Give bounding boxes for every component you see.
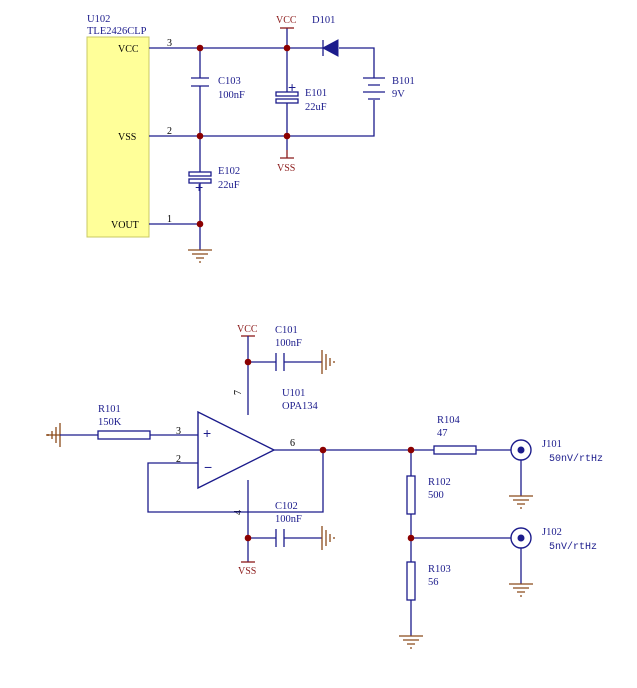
regulator-body[interactable] <box>86 36 150 238</box>
j102-value: 5nV/rtHz <box>549 541 597 553</box>
r101-designator: R101 <box>98 404 121 415</box>
regulator-pin-number-2: 2 <box>167 126 172 137</box>
vss-power-port-opamp: VSS <box>238 561 256 577</box>
regulator-section: U102 TLE2426CLP VCC VSS VOUT 3 2 1 VCC V… <box>86 14 415 263</box>
e102-polarity-mark: + <box>195 179 203 195</box>
connector-j101[interactable]: J101 50nV/rtHz <box>510 439 603 496</box>
vcc-power-port-opamp: VCC <box>237 324 258 337</box>
junction-dot <box>196 44 204 52</box>
j102-designator: J102 <box>542 527 562 538</box>
b101-designator: B101 <box>392 76 415 87</box>
regulator-pin-number-1: 1 <box>167 214 172 225</box>
c101-value: 100nF <box>275 338 302 349</box>
b101-value: 9V <box>392 89 405 100</box>
resistor-r102[interactable]: R102 500 <box>406 475 451 515</box>
resistor-r104[interactable]: R104 47 <box>433 415 477 455</box>
e102-designator: E102 <box>218 166 240 177</box>
feedback-wire <box>147 450 324 513</box>
r101-value: 150K <box>98 417 122 428</box>
vcc-label-top: VCC <box>276 15 297 26</box>
vss-label-top: VSS <box>277 163 295 174</box>
junction-dot <box>407 446 415 454</box>
vss-power-port-top: VSS <box>277 150 295 174</box>
junction-dot <box>244 534 252 542</box>
r102-designator: R102 <box>428 477 451 488</box>
vout-to-ground-wire <box>149 223 201 250</box>
d101-designator: D101 <box>312 15 335 26</box>
opamp-pin-number-7: 7 <box>233 390 244 395</box>
electrolytic-capacitor-e102[interactable]: + E102 22uF <box>188 166 240 195</box>
c102-designator: C102 <box>275 501 298 512</box>
vcc-power-port-top: VCC <box>276 15 297 29</box>
vss-label-opamp: VSS <box>238 566 256 577</box>
opamp-minus-sign: − <box>204 459 212 475</box>
junction-dot <box>196 132 204 140</box>
ground-symbol-j101 <box>509 495 533 509</box>
vss-top-wire <box>149 100 375 137</box>
regulator-pin-name-vss: VSS <box>118 132 136 143</box>
r104-value: 47 <box>437 428 448 439</box>
e101-polarity-mark: + <box>288 79 296 95</box>
capacitor-c101[interactable]: C101 100nF <box>275 325 302 371</box>
u101-designator: U101 <box>282 388 305 399</box>
regulator-pin-name-vout: VOUT <box>111 220 139 231</box>
vcc-label-opamp: VCC <box>237 324 258 335</box>
diode-d101[interactable]: D101 <box>312 15 339 57</box>
r103-value: 56 <box>428 577 439 588</box>
junction-dot <box>283 132 291 140</box>
r103-designator: R103 <box>428 564 451 575</box>
ground-symbol-j102 <box>509 583 533 597</box>
c103-value: 100nF <box>218 90 245 101</box>
regulator-part-number: TLE2426CLP <box>87 26 147 37</box>
connector-j102[interactable]: J102 5nV/rtHz <box>510 527 597 584</box>
e102-value: 22uF <box>218 180 240 191</box>
junction-dot <box>407 534 415 542</box>
ground-symbol-c102 <box>321 526 335 550</box>
opamp-pin-number-3: 3 <box>176 426 181 437</box>
e101-designator: E101 <box>305 88 327 99</box>
ground-symbol-input <box>46 423 61 447</box>
resistor-r103[interactable]: R103 56 <box>406 561 451 601</box>
regulator-pin-number-3: 3 <box>167 38 172 49</box>
opamp-section: VCC C101 100nF 7 C102 100nF VSS 4 <box>46 324 603 649</box>
battery-b101[interactable]: B101 9V <box>363 76 415 100</box>
c101-designator: C101 <box>275 325 298 336</box>
c102-value: 100nF <box>275 514 302 525</box>
opamp-pin-number-2: 2 <box>176 454 181 465</box>
opamp-pin-number-6: 6 <box>290 438 295 449</box>
junction-dot <box>319 446 327 454</box>
opamp-u101[interactable]: + − U101 OPA134 <box>197 388 319 490</box>
capacitor-c103[interactable]: C103 100nF <box>191 76 245 101</box>
j101-value: 50nV/rtHz <box>549 453 603 465</box>
r102-value: 500 <box>428 490 444 501</box>
ground-symbol-c101 <box>321 350 335 374</box>
ground-symbol-r103 <box>399 635 423 649</box>
junction-dot <box>283 44 291 52</box>
ground-symbol-vout <box>188 249 212 263</box>
junction-dot <box>244 358 252 366</box>
regulator-pin-name-vcc: VCC <box>118 44 139 55</box>
resistor-r101[interactable]: R101 150K <box>97 404 151 440</box>
opamp-plus-sign: + <box>203 425 211 441</box>
junction-dot <box>196 220 204 228</box>
c103-designator: C103 <box>218 76 241 87</box>
r104-designator: R104 <box>437 415 461 426</box>
electrolytic-capacitor-e101[interactable]: + E101 22uF <box>275 79 327 113</box>
j101-designator: J101 <box>542 439 562 450</box>
capacitor-c102[interactable]: C102 100nF <box>275 501 302 547</box>
e101-value: 22uF <box>305 102 327 113</box>
regulator-designator: U102 <box>87 14 110 25</box>
diode-to-battery-wire <box>339 47 375 78</box>
u101-part-number: OPA134 <box>282 401 319 412</box>
